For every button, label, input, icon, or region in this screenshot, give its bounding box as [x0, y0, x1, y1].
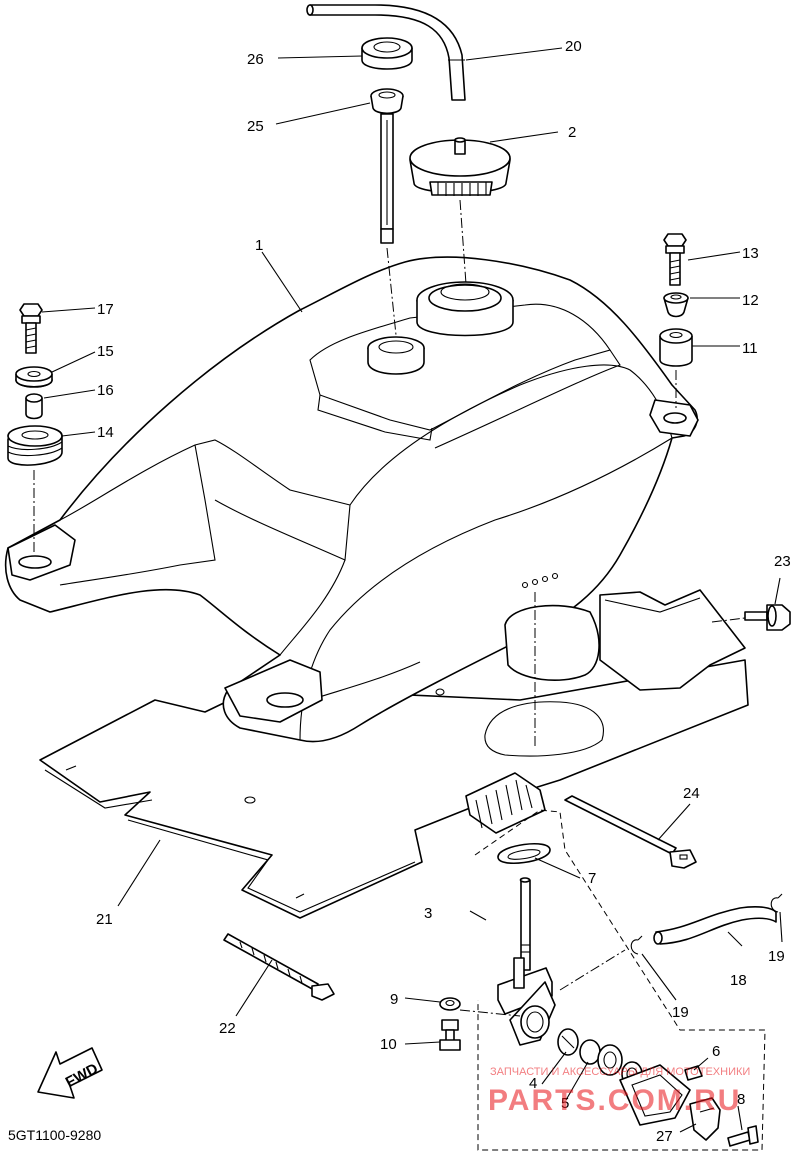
hose-clamp-b-part	[630, 935, 643, 955]
watermark: ЗАПЧАСТИ И АКСЕССУАРЫ ДЛЯ МОТОТЕХНИКИ PA…	[488, 1066, 750, 1117]
breather-pipe-part	[370, 88, 404, 244]
screw-10-part	[439, 1019, 461, 1051]
callout-8: 8	[737, 1091, 745, 1108]
fuel-hose-part	[653, 905, 777, 945]
fwd-arrow-icon: FWD	[37, 1047, 103, 1099]
bolt-23-part	[744, 604, 791, 631]
hose-clamp-a-part	[770, 893, 783, 913]
callout-25: 25	[247, 118, 264, 135]
callout-5: 5	[561, 1095, 569, 1112]
watermark-tagline: ЗАПЧАСТИ И АКСЕССУАРЫ ДЛЯ МОТОТЕХНИКИ	[490, 1066, 750, 1078]
callout-2: 2	[568, 124, 576, 141]
callout-6: 6	[712, 1043, 720, 1060]
callout-19b: 19	[672, 1004, 689, 1021]
watermark-logo: PARTS.COM.RU	[488, 1084, 741, 1117]
collar-16-part	[25, 393, 43, 420]
callout-9: 9	[390, 991, 398, 1008]
callout-4: 4	[529, 1075, 537, 1092]
damper-11-part	[659, 328, 693, 367]
fuel-cock-assembly	[474, 809, 766, 1151]
callout-27: 27	[656, 1128, 673, 1145]
callout-3: 3	[424, 905, 432, 922]
callout-15: 15	[97, 343, 114, 360]
callout-7: 7	[588, 870, 596, 887]
bolt-13-part	[663, 233, 687, 286]
callout-1: 1	[255, 237, 263, 254]
callout-12: 12	[742, 292, 759, 309]
callout-20: 20	[565, 38, 582, 55]
leader-lines	[41, 47, 783, 1133]
bolt-17-part	[19, 303, 43, 354]
assembly-guide-lines	[33, 199, 746, 1017]
callout-14: 14	[97, 424, 114, 441]
callout-labels: 1 2 3 4 5 6 7 8 9 10 11 12 13 14 15 16 1…	[96, 38, 791, 1145]
vent-hose-part	[306, 4, 466, 101]
diagram-code: 5GT1100-9280	[8, 1127, 101, 1143]
callout-26: 26	[247, 51, 264, 68]
callout-16: 16	[97, 382, 114, 399]
callout-19a: 19	[768, 948, 785, 965]
fuel-cap-part	[409, 137, 511, 196]
grommet-part	[361, 37, 413, 70]
cable-tie-24-part	[564, 795, 697, 869]
callout-22: 22	[219, 1020, 236, 1037]
chafing-guard-part	[465, 772, 546, 834]
callout-13: 13	[742, 245, 759, 262]
collar-12-part	[663, 292, 689, 318]
callout-24: 24	[683, 785, 700, 802]
callout-17: 17	[97, 301, 114, 318]
fuel-tank-part	[4, 256, 699, 757]
cable-tie-22-part	[223, 933, 335, 1001]
base-plate-part	[39, 589, 749, 919]
washer-9-part	[439, 997, 461, 1011]
damper-14-part	[7, 425, 63, 466]
washer-15-part	[15, 366, 53, 388]
callout-23: 23	[774, 553, 791, 570]
callout-21: 21	[96, 911, 113, 928]
callout-10: 10	[380, 1036, 397, 1053]
callout-18: 18	[730, 972, 747, 989]
callout-11: 11	[742, 340, 758, 357]
